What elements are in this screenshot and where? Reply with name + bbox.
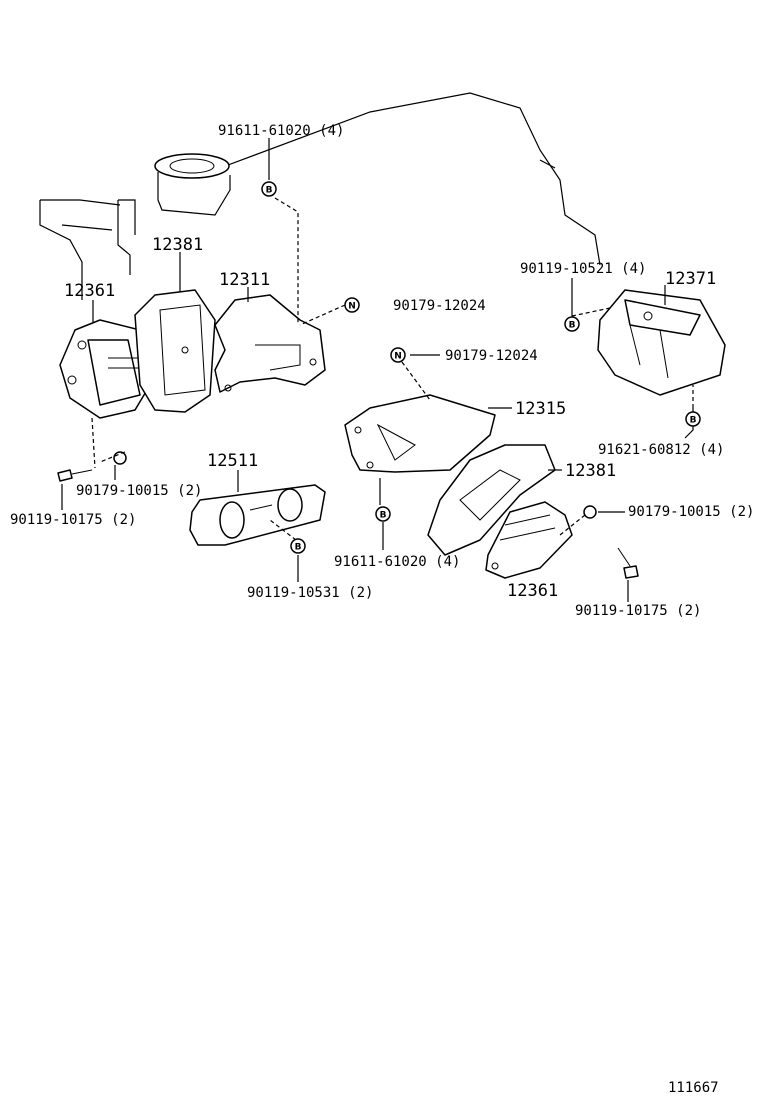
part-label: 90119-10521 (4) [520,261,646,277]
part-label: 12315 [515,399,566,419]
part-label: 12381 [565,461,616,481]
part-label: 91611-61020 (4) [334,554,460,570]
hardware-fasteners [57,451,639,579]
part-label: 12371 [665,269,716,289]
insulator-12511 [189,484,326,546]
left-mount-bracket-12361 [59,319,151,419]
part-label: 12361 [507,581,558,601]
part-label: 90179-10015 (2) [76,483,202,499]
part-label: 90119-10175 (2) [10,512,136,528]
part-labels: 91611-61020 (4) 12381 12311 12361 90179-… [10,123,754,619]
engine-block-outline [39,92,601,300]
bracket-12315 [344,394,496,473]
part-label: 90179-12024 [445,348,538,364]
part-label: 90119-10531 (2) [247,585,373,601]
marker-symbols: B N B B N B B [261,181,701,554]
bracket-12311 [214,294,326,393]
part-label: 12311 [219,270,270,290]
figure-id: 111667 [668,1080,719,1096]
part-label: 90179-12024 [393,298,486,314]
bolt-marker: B [690,416,697,426]
rear-mount-12371 [597,289,726,396]
part-label: 91621-60812 (4) [598,442,724,458]
bolt-marker: B [569,321,576,331]
bolt-marker: B [380,511,387,521]
bolt-marker: B [295,543,302,553]
nut-marker: N [348,302,356,312]
lower-bracket-12361 [485,501,573,579]
part-label: 12511 [207,451,258,471]
part-label: 12361 [64,281,115,301]
lower-insulator-12381 [427,444,556,556]
part-label: 90119-10175 (2) [575,603,701,619]
part-label: 91611-61020 (4) [218,123,344,139]
bolt-marker: B [266,186,273,196]
part-label: 90179-10015 (2) [628,504,754,520]
upper-insulator-12381 [134,289,216,413]
part-label: 12381 [152,235,203,255]
nut-marker: N [394,352,402,362]
